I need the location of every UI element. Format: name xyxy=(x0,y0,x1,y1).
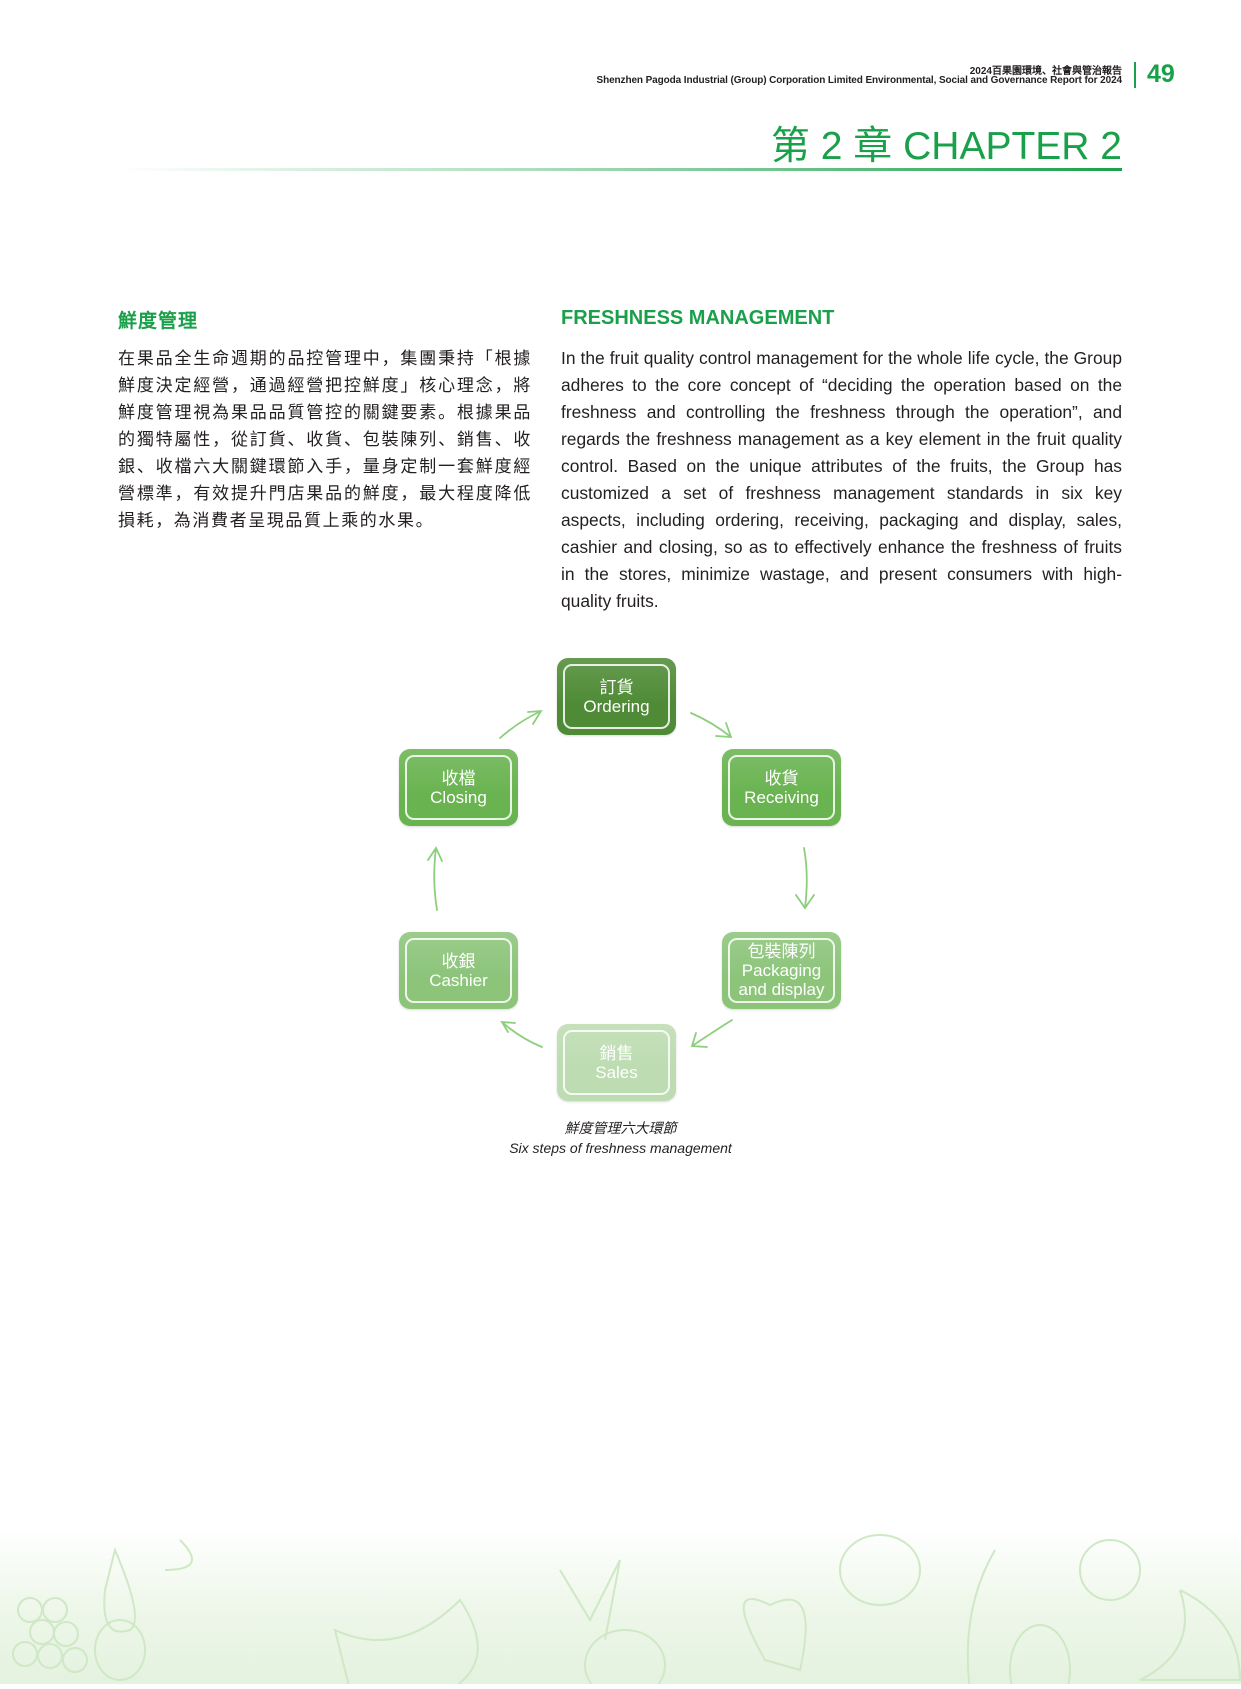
pineapple-leaves-icon xyxy=(559,1559,621,1641)
step-label-en: Receiving xyxy=(744,787,819,807)
section-body-en: In the fruit quality control management … xyxy=(561,348,1122,611)
section-body-cn: 在果品全生命週期的品控管理中，集團秉持「根據鮮度決定經營，通過經營把控鮮度」核心… xyxy=(118,349,532,530)
step-label-en: Sales xyxy=(595,1062,638,1082)
report-title-en: Shenzhen Pagoda Industrial (Group) Corpo… xyxy=(596,75,1123,86)
pineapple-icon xyxy=(584,1629,666,1689)
papaya-half-icon xyxy=(1009,1624,1071,1689)
step-label-en: Packaging and display xyxy=(738,961,825,999)
arrow-icon xyxy=(690,1019,733,1048)
orange-icon xyxy=(1079,1539,1141,1601)
step-label-en: Closing xyxy=(430,787,487,807)
banana-icon xyxy=(1139,1589,1241,1681)
step-label-cn: 包裝陳列 xyxy=(747,942,816,961)
step-label-cn: 收銀 xyxy=(441,951,476,971)
pear-icon xyxy=(103,1546,136,1633)
step-label-cn: 收檔 xyxy=(441,768,476,788)
step-label-en: Cashier xyxy=(429,970,488,990)
arrow-icon xyxy=(427,846,443,911)
grapes-icon xyxy=(12,1597,88,1673)
arrow-icon xyxy=(795,847,815,910)
step-label-en: Ordering xyxy=(583,696,650,716)
chapter-title: 第 2 章 CHAPTER 2 xyxy=(770,125,1122,168)
page-number: 49 xyxy=(1147,60,1175,88)
grape-bunch-icon xyxy=(94,1619,146,1681)
section-heading-cn: 鮮度管理 xyxy=(118,311,199,332)
diagram-caption-cn: 鮮度管理六大環節 xyxy=(564,1120,677,1136)
diagram-caption-en: Six steps of freshness management xyxy=(509,1140,732,1156)
raspberry-icon xyxy=(164,1539,193,1571)
chapter-underline xyxy=(118,168,1122,171)
report-title-cn: 2024百果園環境、社會與管治報告 xyxy=(969,66,1122,77)
papaya-icon xyxy=(966,1549,996,1689)
step-label-cn: 收貨 xyxy=(764,768,799,788)
step-label-cn: 銷售 xyxy=(599,1043,634,1063)
lemon-icon xyxy=(839,1534,921,1606)
cycle-arrows xyxy=(427,709,815,1048)
fruit-outline-icon xyxy=(12,1534,1241,1689)
header-divider xyxy=(1134,62,1136,88)
arrow-icon xyxy=(500,1020,543,1048)
arrow-icon xyxy=(690,712,733,738)
section-heading-en: FRESHNESS MANAGEMENT xyxy=(561,307,835,329)
apple-icon xyxy=(742,1598,807,1672)
fruit-illustration-background xyxy=(0,1530,1241,1689)
arrow-icon xyxy=(499,709,543,739)
step-label-cn: 訂貨 xyxy=(599,677,634,697)
melon-icon xyxy=(333,1598,479,1689)
